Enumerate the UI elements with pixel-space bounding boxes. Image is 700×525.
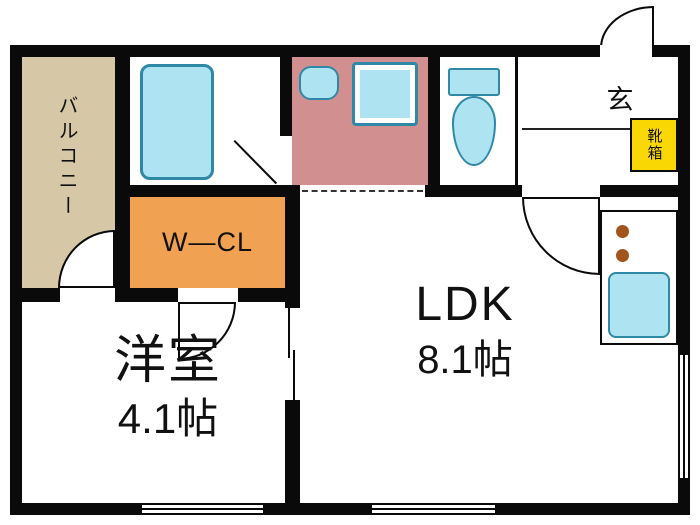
wall-left [10, 45, 22, 515]
entrance-doorway [600, 45, 652, 57]
ldk-door-arc [522, 197, 600, 275]
toilet-bowl [452, 96, 496, 166]
wall-row1-right [600, 185, 690, 197]
toilet-tank [448, 68, 500, 96]
wall-balcony-separator [115, 45, 130, 302]
ldk-name: LDK [415, 278, 515, 331]
western-room-name: 洋室 [113, 332, 222, 390]
window-right [678, 353, 690, 480]
wall-toilet-hall [515, 57, 518, 185]
wall-below-closet-right [238, 288, 285, 302]
bathtub [140, 64, 214, 180]
folding-door-line [302, 190, 423, 192]
entrance-step-line [522, 128, 630, 130]
wall-below-closet-left [130, 288, 178, 302]
washroom-folding-door [300, 185, 425, 197]
closet-label-text: W―CL [162, 227, 253, 257]
washing-machine [352, 62, 418, 126]
window-bottom-right [370, 503, 497, 515]
wall-row1-mid [425, 185, 522, 197]
kitchen-sink [608, 272, 670, 338]
wall-below-balcony [22, 288, 60, 302]
balcony-label: バルコニー [55, 95, 77, 220]
window-line [372, 508, 495, 510]
window-bottom-left [140, 503, 265, 515]
wall-row1-left [130, 185, 300, 197]
window-line [683, 355, 685, 478]
entrance-label: 玄 [606, 85, 634, 115]
western-room-size: 4.1帖 [117, 394, 219, 442]
bathroom-doorway [280, 136, 292, 185]
sliding-door-line [293, 350, 295, 404]
bathroom-door-line [233, 140, 278, 185]
wall-washroom-toilet [428, 45, 440, 185]
wall-bottom [10, 503, 690, 515]
ldk-label: LDK 8.1帖 [340, 276, 590, 386]
entrance-door-arc [600, 6, 654, 48]
wall-top [10, 45, 690, 57]
sliding-door-line [288, 306, 290, 358]
shoe-box: 靴箱 [630, 118, 678, 172]
western-room-label: 洋室 4.1帖 [53, 332, 283, 446]
closet-label: W―CL [130, 197, 285, 288]
walk-in-closet-area [130, 197, 285, 288]
stove-burner-icon [616, 249, 629, 262]
stove-burner-icon [616, 225, 629, 238]
ldk-size: 8.1帖 [417, 337, 513, 382]
shoe-box-label: 靴箱 [645, 128, 663, 162]
window-line [142, 508, 263, 510]
washbasin-sink [299, 66, 339, 100]
